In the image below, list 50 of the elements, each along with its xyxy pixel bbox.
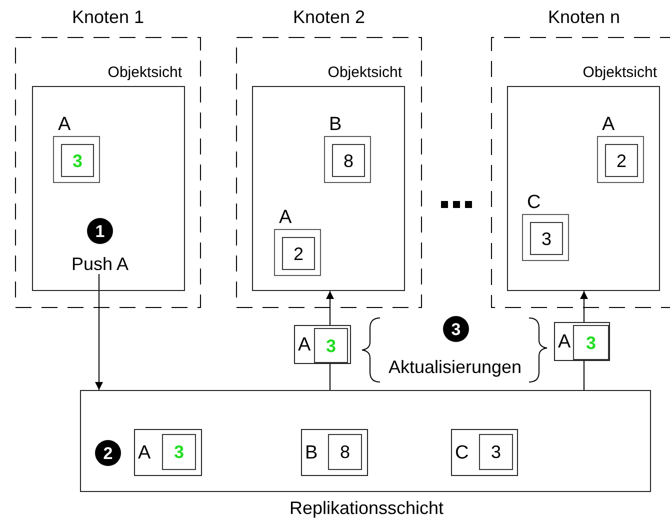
object-value: 2 — [293, 244, 304, 262]
object-box — [134, 429, 202, 476]
value-box — [282, 237, 315, 270]
value-box — [573, 325, 609, 360]
object-value: 3 — [174, 443, 184, 461]
view-label: Objektsicht — [582, 65, 657, 80]
object-value: 8 — [343, 152, 354, 170]
object-name: B — [305, 443, 318, 462]
object-value: 3 — [490, 443, 501, 461]
value-box — [61, 144, 94, 177]
layer-label: Replikationsschicht — [288, 499, 445, 517]
arrow — [95, 274, 103, 390]
node-title: Knoten 2 — [292, 8, 366, 26]
object-name: A — [558, 332, 571, 351]
object-name: C — [455, 443, 469, 462]
step-badge: 3 — [443, 316, 469, 342]
object-box — [301, 429, 368, 476]
updates-label: Aktualisierungen — [387, 358, 523, 376]
value-box — [605, 144, 638, 177]
arrow — [326, 290, 334, 326]
object-box — [294, 325, 351, 364]
object-value: 3 — [541, 230, 552, 248]
object-name: A — [602, 115, 615, 134]
object-name: B — [329, 115, 342, 134]
object-value: 3 — [586, 334, 596, 352]
object-name: C — [527, 193, 541, 212]
object-name: A — [138, 443, 151, 462]
object-box — [554, 322, 610, 361]
step-badge: 2 — [95, 440, 121, 466]
value-box — [530, 222, 563, 255]
node-title: Knoten n — [546, 8, 622, 26]
object-name: A — [58, 115, 71, 134]
object-box — [451, 429, 518, 476]
action-text: Push A — [61, 253, 139, 275]
step-badge: 1 — [87, 218, 113, 244]
node-title: Knoten 1 — [70, 8, 146, 26]
value-box — [328, 434, 362, 470]
object-value: 2 — [616, 152, 626, 170]
value-box — [314, 328, 348, 363]
view-label: Objektsicht — [108, 65, 182, 80]
object-value: 3 — [72, 152, 82, 170]
value-box — [162, 434, 196, 470]
view-label: Objektsicht — [328, 65, 402, 80]
object-value: 8 — [340, 443, 350, 461]
object-name: A — [298, 335, 311, 354]
object-value: 3 — [326, 336, 336, 354]
arrow — [580, 290, 588, 322]
object-name: A — [279, 208, 292, 227]
value-box — [332, 144, 365, 177]
value-box — [479, 434, 513, 470]
